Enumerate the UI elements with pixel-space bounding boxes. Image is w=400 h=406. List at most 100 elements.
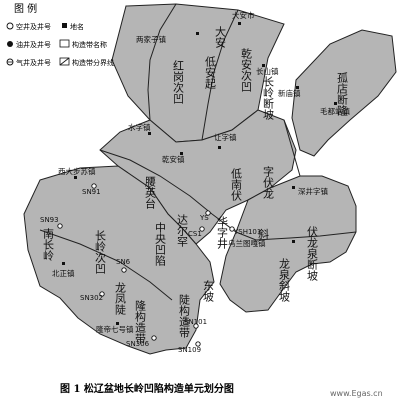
town-marker bbox=[196, 32, 199, 35]
unit-label: 字伏龙 bbox=[262, 165, 275, 199]
place-label: 深井字镇 bbox=[298, 186, 328, 196]
well-label: SN91 bbox=[82, 188, 101, 196]
town-marker bbox=[292, 186, 295, 189]
region-east-arm bbox=[291, 29, 397, 157]
town-marker bbox=[62, 262, 65, 265]
place-label: 毛都站镇 bbox=[320, 106, 350, 116]
structural-unit-name-icon bbox=[59, 39, 70, 48]
town-marker bbox=[148, 132, 151, 135]
place-label: 水字镇 bbox=[128, 122, 151, 132]
place-label: 两家子镇 bbox=[136, 34, 166, 44]
unit-label: 东坡 bbox=[202, 280, 215, 303]
well-label: CS1 bbox=[188, 230, 202, 238]
well-marker bbox=[91, 183, 97, 189]
place-name-icon bbox=[62, 23, 67, 28]
legend-title: 图 例 bbox=[14, 2, 37, 15]
unit-label: 乾安次凹 bbox=[240, 48, 253, 92]
legend-label: 构造带分界线 bbox=[72, 58, 114, 67]
town-marker bbox=[262, 64, 265, 67]
well-marker bbox=[193, 323, 199, 329]
well-label: SN93 bbox=[40, 216, 59, 224]
town-marker bbox=[334, 102, 337, 105]
well-label: YS bbox=[199, 214, 209, 222]
place-label: 新庙镇 bbox=[278, 88, 301, 98]
unit-label: 孤店断隆 bbox=[336, 72, 349, 116]
well-marker bbox=[229, 226, 235, 232]
legend-item-place-name: 地名 bbox=[62, 22, 84, 31]
unit-label: 龙泉斜坡 bbox=[278, 258, 291, 303]
legend-label: 构造带名称 bbox=[72, 40, 107, 49]
well-label: YSH101 bbox=[233, 228, 261, 236]
legend-label: 空井及井号 bbox=[16, 22, 51, 31]
legend-label: 油井及井号 bbox=[16, 40, 51, 49]
unit-label: 达尔罕 bbox=[176, 214, 189, 247]
unit-label: 南长岭 bbox=[42, 228, 55, 262]
legend-label: 气井及井号 bbox=[16, 58, 51, 67]
boundary-line bbox=[39, 229, 173, 301]
town-marker bbox=[218, 146, 221, 149]
unit-label: 低南伏 bbox=[230, 168, 243, 201]
unit-label: 长岭断坡 bbox=[262, 76, 275, 121]
unit-label: 低安起 bbox=[204, 56, 217, 90]
place-label: 北正镇 bbox=[52, 268, 75, 278]
wells bbox=[57, 183, 235, 347]
well-marker bbox=[57, 223, 63, 229]
well-label: SN302 bbox=[80, 294, 103, 302]
town-marker bbox=[296, 86, 299, 89]
well-marker bbox=[121, 267, 127, 273]
well-marker bbox=[151, 335, 157, 341]
place-label: 大安市 bbox=[232, 10, 255, 20]
legend-item-oil-well: 油井及井号 bbox=[7, 40, 51, 49]
watermark: www.Egas.cn bbox=[330, 389, 383, 398]
oil-well-icon bbox=[7, 41, 13, 47]
legend-label: 地名 bbox=[70, 22, 84, 31]
towns bbox=[62, 22, 337, 325]
boundary-lines bbox=[39, 3, 357, 301]
boundary-line bbox=[201, 9, 239, 141]
unit-label: 华字井 bbox=[216, 215, 229, 250]
unit-label: 长岭次凹 bbox=[94, 230, 107, 274]
town-marker bbox=[292, 240, 295, 243]
town-marker bbox=[180, 152, 183, 155]
unit-label: 隆构造带 bbox=[134, 299, 147, 345]
well-label: SN306 bbox=[126, 340, 150, 348]
legend-item-empty-well: 空井及井号 bbox=[6, 22, 51, 31]
well-labels: SN91 SN93 SN6 SN302 SN306 SN101 SN109 YS… bbox=[40, 188, 261, 354]
structural-unit-labels: 大安 红岗次凹 低安起 乾安次凹 长岭断坡 孤店断隆 腰英台 达尔罕 南长岭 长… bbox=[42, 25, 349, 345]
empty-well-icon bbox=[6, 22, 14, 30]
well-label: SN109 bbox=[178, 346, 201, 354]
unit-label: 伏龙泉断坡 bbox=[306, 225, 319, 282]
place-label: 让字镇 bbox=[214, 132, 237, 142]
structural-boundary-icon bbox=[59, 57, 70, 66]
place-label: 西大步苏镇 bbox=[58, 166, 96, 176]
well-label: SN6 bbox=[116, 258, 131, 266]
boundary-line bbox=[99, 149, 213, 215]
place-label: 长山镇 bbox=[256, 66, 279, 76]
legend-item-structural-boundary: 构造带分界线 bbox=[59, 57, 114, 67]
legend-item-gas-well: 气井及井号 bbox=[6, 58, 51, 67]
well-marker bbox=[199, 226, 205, 232]
unit-label: 斜 bbox=[258, 228, 269, 241]
well-marker bbox=[99, 291, 105, 297]
place-label: 隆帝七号镇 bbox=[96, 324, 134, 334]
town-marker bbox=[238, 22, 241, 25]
town-marker bbox=[116, 322, 119, 325]
well-marker bbox=[205, 210, 211, 216]
legend-item-structural-unit-name: 构造带名称 bbox=[59, 39, 107, 49]
town-marker bbox=[74, 176, 77, 179]
well-label: SN101 bbox=[184, 318, 207, 326]
unit-label: 大安 bbox=[214, 25, 227, 49]
place-label: 乾安镇 bbox=[162, 154, 185, 164]
place-labels: 两家子镇 大安市 长山镇 新庙镇 毛都站镇 水字镇 乾安镇 让字镇 深井字镇 西… bbox=[52, 10, 350, 334]
well-marker bbox=[195, 341, 201, 347]
region-south bbox=[23, 165, 215, 355]
unit-label: 红岗次凹 bbox=[172, 60, 185, 104]
unit-label: 中央凹陷 bbox=[154, 222, 167, 266]
boundary-line bbox=[283, 119, 301, 177]
boundary-line bbox=[147, 3, 177, 121]
legend: 图 例 空井及井号 地名 油井及井号 构造带名称 气井及井号 构造带分界线 bbox=[6, 2, 114, 67]
unit-label: 腰英台 bbox=[144, 176, 157, 209]
unit-label: 龙凤陡 bbox=[114, 282, 127, 316]
region-east-south bbox=[219, 175, 357, 313]
